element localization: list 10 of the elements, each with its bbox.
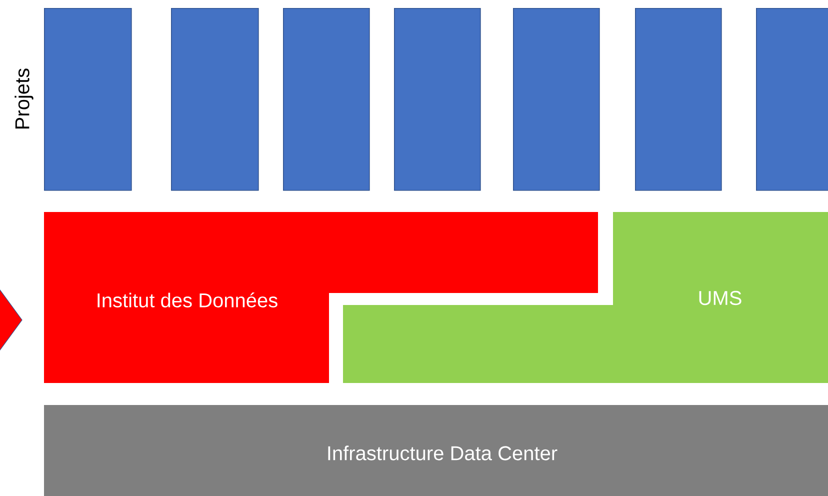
project-box [513,8,600,191]
project-box [171,8,259,191]
project-box [283,8,370,191]
project-box [635,8,722,191]
project-box [44,8,132,191]
institute-block: Institut des Données [44,212,598,383]
project-box [394,8,481,191]
project-box [756,8,828,191]
infrastructure-block: Infrastructure Data Center [44,405,828,496]
service-block: UMS [343,212,828,383]
